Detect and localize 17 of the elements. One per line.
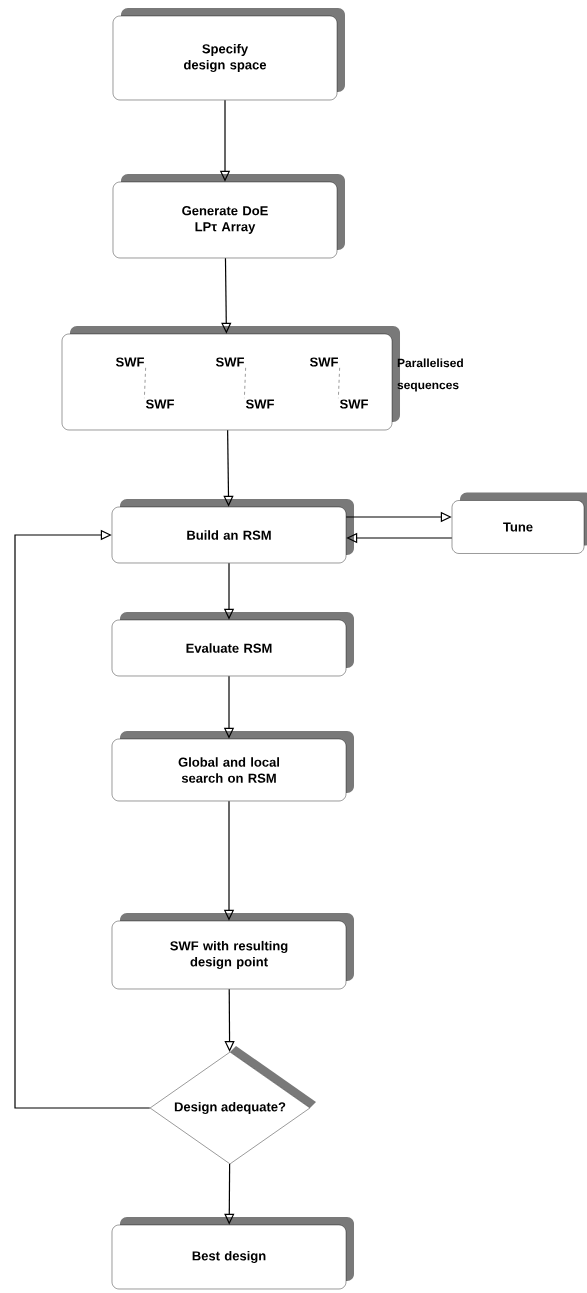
process-box: Evaluate RSM: [111, 612, 354, 677]
arrow: [224, 988, 235, 1052]
arrow: [14, 529, 151, 1109]
process-box: Best design: [111, 1217, 354, 1290]
process-box: SWF with resulting design point: [111, 913, 354, 990]
step-label: SWF: [339, 399, 368, 409]
process-box: Build an RSM: [111, 499, 354, 564]
step-label: SWF: [115, 357, 144, 367]
step-label: SWF: [309, 357, 338, 367]
process-box: Tune: [451, 492, 587, 554]
step-label: SWF: [245, 399, 274, 409]
step-label: SWF: [215, 357, 244, 367]
step-label: SWF: [145, 399, 174, 409]
note-text: Parallelised sequences: [397, 358, 463, 392]
process-box: Specify design space: [112, 8, 345, 101]
process-box: Global and local search on RSM: [111, 731, 354, 802]
process-box: Generate DoE LPτ Array: [112, 174, 345, 259]
